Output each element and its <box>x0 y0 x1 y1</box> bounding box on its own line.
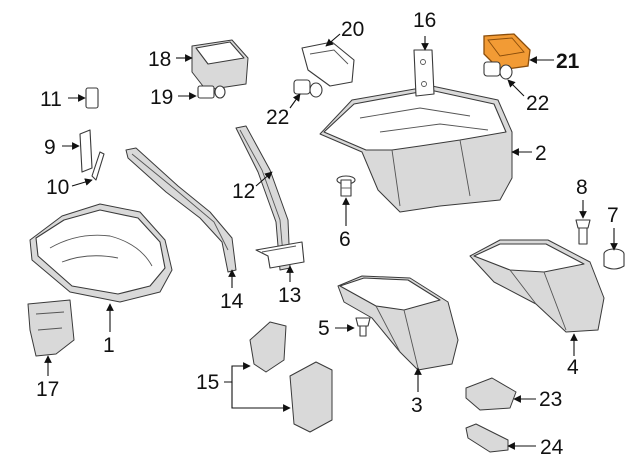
part-18-lamp-housing[interactable] <box>191 39 249 91</box>
callout-3[interactable]: 3 <box>411 394 423 417</box>
callout-21[interactable]: 21 <box>556 50 580 73</box>
callout-16[interactable]: 16 <box>413 9 436 32</box>
callout-13[interactable]: 13 <box>278 284 301 307</box>
part-4-fender-liner[interactable] <box>469 239 605 333</box>
callout-4[interactable]: 4 <box>567 356 579 379</box>
callout-12[interactable]: 12 <box>232 180 255 203</box>
part-17-mount[interactable] <box>27 299 75 357</box>
callout-6[interactable]: 6 <box>339 228 351 251</box>
part-10-strip[interactable] <box>91 151 105 181</box>
part-13-bracket[interactable] <box>255 241 305 269</box>
part-21-lamp-highlighted[interactable] <box>483 33 531 71</box>
part-15-trim-upper[interactable] <box>249 321 287 373</box>
part-8-clip[interactable] <box>575 219 591 245</box>
part-22-bulb-right[interactable] <box>483 61 513 80</box>
callout-11[interactable]: 11 <box>40 88 62 111</box>
callout-15[interactable]: 15 <box>196 371 219 394</box>
callout-8[interactable]: 8 <box>576 176 588 199</box>
part-23-lamp-cover[interactable] <box>465 377 517 411</box>
part-16-bracket[interactable] <box>413 49 435 97</box>
callout-5[interactable]: 5 <box>318 317 330 340</box>
part-3-arch-liner[interactable] <box>337 275 459 371</box>
callout-18[interactable]: 18 <box>148 48 171 71</box>
callout-2[interactable]: 2 <box>535 142 547 165</box>
part-19-bulb[interactable] <box>197 85 226 99</box>
callout-14[interactable]: 14 <box>220 290 244 313</box>
part-20-lamp[interactable] <box>301 41 355 87</box>
callout-1[interactable]: 1 <box>103 334 115 357</box>
callout-24[interactable]: 24 <box>540 436 564 459</box>
callout-23[interactable]: 23 <box>539 388 562 411</box>
part-7-plug[interactable] <box>603 248 625 270</box>
part-2-wheel-housing[interactable] <box>319 85 513 213</box>
part-15-trim-lower[interactable] <box>289 361 333 433</box>
part-11-tab[interactable] <box>85 87 99 109</box>
part-1-panel[interactable] <box>29 203 173 303</box>
callout-7[interactable]: 7 <box>607 204 619 227</box>
part-24-strip[interactable] <box>465 423 509 453</box>
callout-20[interactable]: 20 <box>341 18 364 41</box>
callout-17[interactable]: 17 <box>36 378 59 401</box>
part-6-push-pin[interactable] <box>336 175 356 197</box>
leader-lines <box>44 33 618 450</box>
part-22-bulb-left[interactable] <box>293 79 323 98</box>
part-5-push-pin[interactable] <box>355 317 371 337</box>
callout-9[interactable]: 9 <box>44 136 56 159</box>
callout-22-left[interactable]: 22 <box>266 106 289 129</box>
callout-22-right[interactable]: 22 <box>526 92 549 115</box>
callout-19[interactable]: 19 <box>150 86 173 109</box>
part-9-bracket[interactable] <box>79 129 93 173</box>
callout-10[interactable]: 10 <box>46 176 69 199</box>
